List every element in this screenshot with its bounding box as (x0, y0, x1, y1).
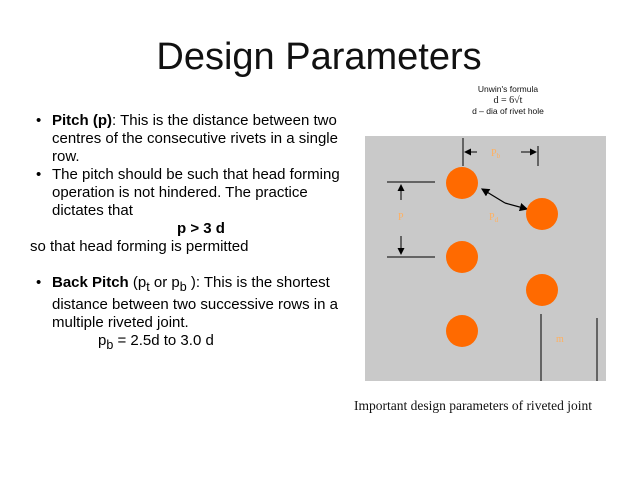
pitch-note: so that head forming is permitted (30, 238, 249, 255)
unwin-formula: d = 6√t (493, 95, 523, 106)
riveted-joint-diagram: Pb P Pd m (365, 136, 606, 381)
pd-arrow-up (480, 188, 506, 204)
slide-title: Design Parameters (156, 36, 482, 78)
back-pitch-formula-rest: = 2.5d to 3.0 d (113, 332, 214, 349)
bullet-back-pitch: • Back Pitch (pt or pb ): This is the sh… (30, 274, 350, 332)
rivet-4 (526, 274, 558, 306)
spacer (30, 256, 350, 274)
back-pitch-pre: (p (132, 274, 147, 291)
slide-body: • Pitch (p): This is the distance betwee… (30, 112, 350, 354)
bullet-pitch: • Pitch (p): This is the distance betwee… (30, 112, 350, 166)
rivet-3 (446, 241, 478, 273)
pitch-term: Pitch (p) (52, 112, 112, 129)
label-m: m (556, 334, 564, 345)
bullet-dot: • (36, 112, 42, 129)
bullet-pitch-rule: • The pitch should be such that head for… (30, 166, 350, 220)
unwin-heading: Unwin's formula (477, 84, 539, 94)
label-pd: Pd (489, 212, 499, 224)
unwin-formula-box: Unwin's formula d = 6√t d – dia of rivet… (438, 84, 578, 117)
bullet-dot: • (36, 274, 42, 291)
rivet-2 (526, 198, 558, 230)
bullet-dot: • (36, 166, 42, 183)
rivet-5 (446, 315, 478, 347)
back-pitch-formula: pb = 2.5d to 3.0 d (30, 332, 350, 354)
label-p: P (398, 212, 404, 223)
diagram-caption: Important design parameters of riveted j… (354, 398, 593, 413)
unwin-note: d – dia of rivet hole (472, 106, 544, 116)
riveted-joint-svg: Pb P Pd m (387, 138, 598, 381)
back-pitch-definition: ): This is the shortest distance between… (52, 274, 338, 331)
back-pitch-sub-t: t (146, 280, 150, 294)
back-pitch-mid: or p (149, 274, 180, 291)
back-pitch-formula-p: p (98, 332, 107, 349)
label-pb: Pb (491, 148, 501, 160)
back-pitch-sub-b: b (179, 280, 187, 294)
rivet-1 (446, 167, 478, 199)
pitch-definition: : This is the distance between two centr… (52, 112, 338, 165)
pitch-rule-text: The pitch should be such that head formi… (52, 166, 340, 219)
back-pitch-formula-sub: b (106, 338, 114, 352)
pd-arrow-down (504, 202, 529, 212)
pitch-formula: p > 3 d (177, 220, 225, 237)
back-pitch-term: Back Pitch (52, 274, 129, 291)
